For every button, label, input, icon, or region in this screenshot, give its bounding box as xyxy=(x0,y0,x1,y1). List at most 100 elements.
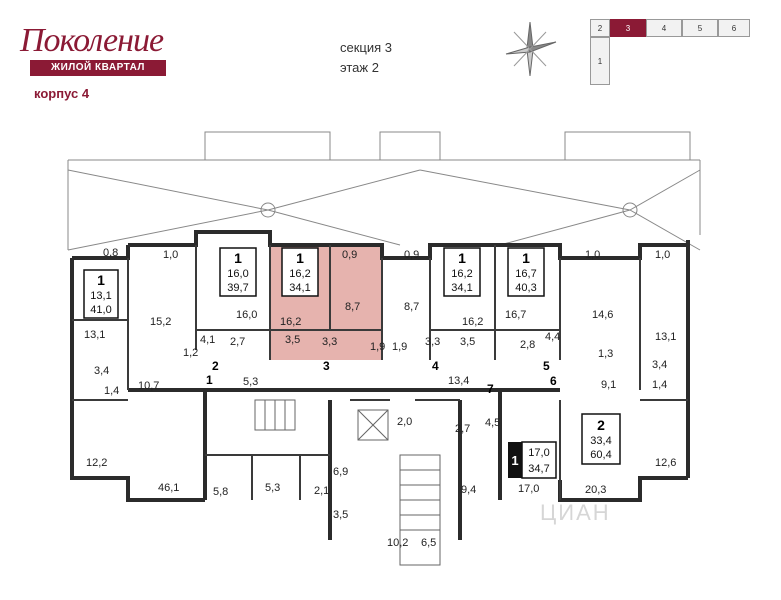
room-label: 3,3 xyxy=(425,336,440,348)
room-label: 1,9 xyxy=(392,341,407,353)
room-label: 13,1 xyxy=(655,331,676,343)
apt-c-badge[interactable] xyxy=(281,247,319,297)
room-label: 1,3 xyxy=(598,348,613,360)
room-label: 1,4 xyxy=(104,385,119,397)
apt-b-total: 39,7 xyxy=(227,282,248,294)
room-label: 10,7 xyxy=(138,380,159,392)
apt-f-badge[interactable] xyxy=(521,441,557,479)
apt-d-total: 34,1 xyxy=(451,282,472,294)
room-label: 8,7 xyxy=(345,301,360,313)
entrance-number: 5 xyxy=(543,359,550,373)
room-label: 5,8 xyxy=(213,486,228,498)
compass-rose-icon xyxy=(505,21,557,77)
apt-a-living: 13,1 xyxy=(90,290,111,302)
apt-e-badge[interactable] xyxy=(507,247,545,297)
building-label: корпус 4 xyxy=(34,86,90,101)
room-label: 13,1 xyxy=(84,329,105,341)
room-label: 1,0 xyxy=(585,249,600,261)
apt-a-rooms: 1 xyxy=(97,272,105,288)
room-label: 0,9 xyxy=(342,249,357,261)
logo-script: Поколение xyxy=(20,22,164,59)
apt-g-rooms: 2 xyxy=(597,417,605,433)
room-label: 1,4 xyxy=(652,379,667,391)
room-label: 1,2 xyxy=(183,347,198,359)
room-label: 3,3 xyxy=(322,336,337,348)
room-label: 3,5 xyxy=(285,334,300,346)
room-label: 3,5 xyxy=(333,509,348,521)
apt-g-badge[interactable] xyxy=(581,413,621,465)
room-label: 5,3 xyxy=(265,482,280,494)
room-label: 3,4 xyxy=(652,359,667,371)
room-label: 4,4 xyxy=(545,331,560,343)
entrance-number: 4 xyxy=(432,359,439,373)
apt-a-total: 41,0 xyxy=(90,304,111,316)
apt-c-total: 34,1 xyxy=(289,282,310,294)
apt-a-badge[interactable] xyxy=(83,269,119,319)
entrance-number: 2 xyxy=(212,359,219,373)
room-label: 14,6 xyxy=(592,309,613,321)
section-4[interactable]: 4 xyxy=(646,19,682,37)
room-label: 16,2 xyxy=(280,316,301,328)
apt-f-living: 17,0 xyxy=(528,447,549,459)
room-label: 1,9 xyxy=(370,341,385,353)
room-label: 0,9 xyxy=(404,249,419,261)
room-label: 3,5 xyxy=(460,336,475,348)
room-area-labels: 0,8 1,0 15,2 1,2 4,1 2,7 16,0 16,2 3,5 3… xyxy=(84,247,676,549)
entrance-numbers: 1 2 3 4 5 6 7 xyxy=(206,359,557,396)
apt-c-living: 16,2 xyxy=(289,268,310,280)
section-map: 2 3 4 5 6 1 xyxy=(590,0,780,100)
section-2[interactable]: 2 xyxy=(590,19,610,37)
section-6[interactable]: 6 xyxy=(718,19,750,37)
section-5[interactable]: 5 xyxy=(682,19,718,37)
room-label: 8,7 xyxy=(404,301,419,313)
section-3[interactable]: 3 xyxy=(610,19,646,37)
room-label: 15,2 xyxy=(150,316,171,328)
room-label: 9,4 xyxy=(461,484,476,496)
balcony-lines xyxy=(67,131,701,251)
entrance-number: 7 xyxy=(487,382,494,396)
room-label: 46,1 xyxy=(158,482,179,494)
apt-e-living: 16,7 xyxy=(515,268,536,280)
entrance-number: 1 xyxy=(206,373,213,387)
apt-b-badge[interactable] xyxy=(219,247,257,297)
apt-d-rooms: 1 xyxy=(458,250,466,266)
apartment-badges: 1 13,1 41,0 1 16,0 39,7 1 16,2 34,1 1 16… xyxy=(83,247,621,479)
section-1[interactable]: 1 xyxy=(590,37,610,85)
room-label: 6,5 xyxy=(421,537,436,549)
apt-d-badge[interactable] xyxy=(443,247,481,297)
logo-band: ЖИЛОЙ КВАРТАЛ xyxy=(30,60,166,76)
section-label: секция 3 xyxy=(340,40,393,55)
staircase xyxy=(254,399,441,566)
room-label: 2,7 xyxy=(230,336,245,348)
room-label: 6,9 xyxy=(333,466,348,478)
apt-c-rooms: 1 xyxy=(296,250,304,266)
room-label: 2,1 xyxy=(314,485,329,497)
room-label: 16,0 xyxy=(236,309,257,321)
entrance-number: 3 xyxy=(323,359,330,373)
room-label: 1,0 xyxy=(163,249,178,261)
apt-f-total: 34,7 xyxy=(528,463,549,475)
room-label: 20,3 xyxy=(585,484,606,496)
room-label: 9,1 xyxy=(601,379,616,391)
apt-e-total: 40,3 xyxy=(515,282,536,294)
room-label: 13,4 xyxy=(448,375,469,387)
room-label: 4,1 xyxy=(200,334,215,346)
room-label: 12,6 xyxy=(655,457,676,469)
room-label: 2,7 xyxy=(455,423,470,435)
room-label: 17,0 xyxy=(518,483,539,495)
apt-b-living: 16,0 xyxy=(227,268,248,280)
floor-label: этаж 2 xyxy=(340,60,379,75)
room-label: 12,2 xyxy=(86,457,107,469)
apt-e-rooms: 1 xyxy=(522,250,530,266)
room-label: 4,5 xyxy=(485,417,500,429)
interior-walls xyxy=(72,245,688,500)
apt-d-living: 16,2 xyxy=(451,268,472,280)
room-label: 0,8 xyxy=(103,247,118,259)
room-label: 1,0 xyxy=(655,249,670,261)
apt-f-rooms: 1 xyxy=(511,453,518,468)
apt-b-rooms: 1 xyxy=(234,250,242,266)
room-label: 16,7 xyxy=(505,309,526,321)
entrance-number: 6 xyxy=(550,374,557,388)
room-label: 2,8 xyxy=(520,339,535,351)
